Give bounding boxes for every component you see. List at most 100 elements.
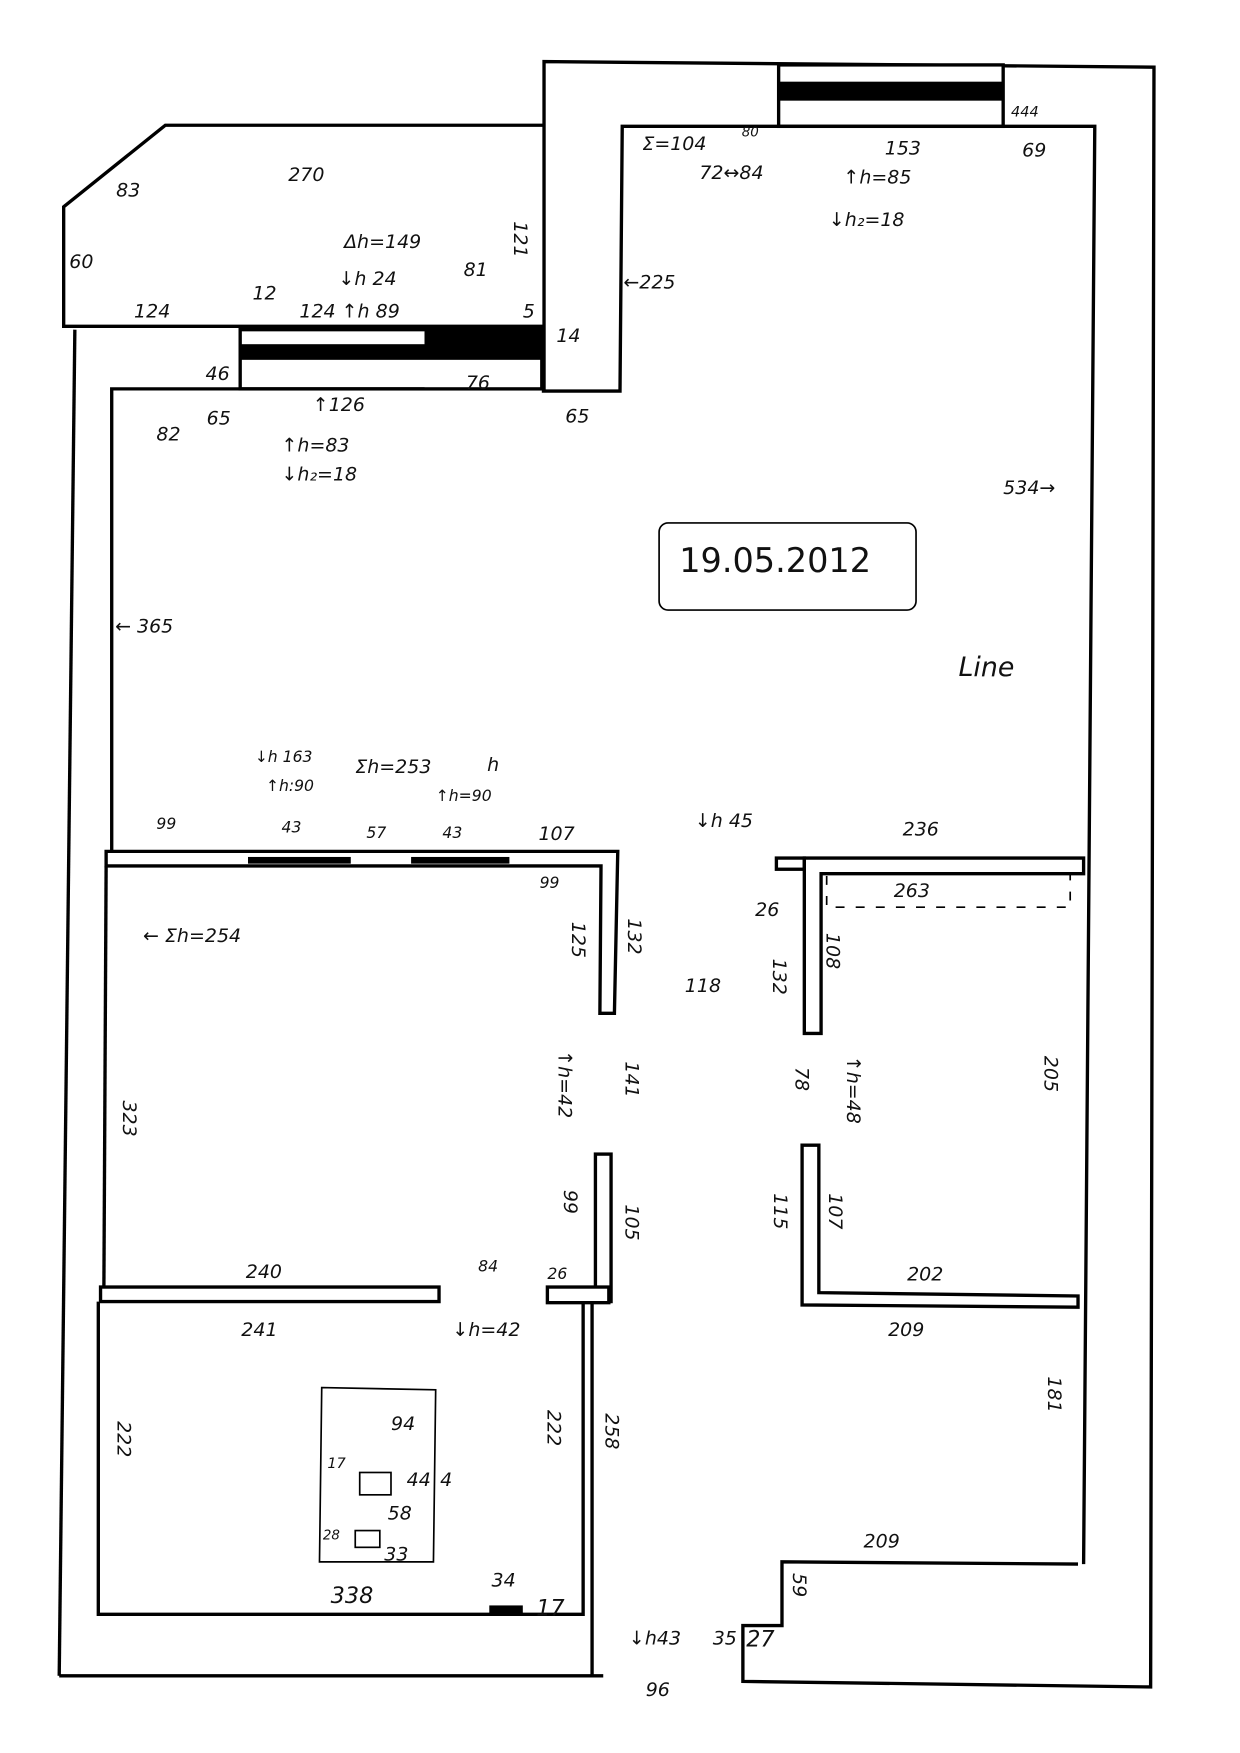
- outer-wall-left: [57, 329, 77, 1676]
- dimension-label: 72↔84: [699, 162, 763, 184]
- dimension-label: 99: [559, 1190, 581, 1214]
- dimension-label: 84: [478, 1256, 498, 1275]
- dimension-label: 105: [621, 1204, 643, 1240]
- dimension-label: 99: [540, 873, 560, 892]
- lower-wall-right: [800, 1143, 1080, 1309]
- dimension-label: ↑h=83: [282, 434, 350, 456]
- dimension-label: 121: [509, 221, 531, 257]
- dimension-label: 125: [567, 922, 589, 958]
- dimension-label: 80: [742, 125, 759, 140]
- dimension-label: 205: [1040, 1056, 1062, 1092]
- dimension-label: 270: [288, 164, 324, 186]
- outer-wall-top-left: [61, 123, 545, 328]
- dimension-label: ↓h₂=18: [829, 209, 905, 231]
- dimension-label: 96: [646, 1679, 670, 1701]
- fixture-2: [354, 1529, 381, 1549]
- dimension-label: 222: [112, 1421, 134, 1457]
- dimension-label: 4: [440, 1469, 452, 1491]
- dimension-label: 124: [134, 300, 170, 322]
- dimension-label: 26: [755, 899, 779, 921]
- dimension-label: 27: [746, 1627, 774, 1653]
- signature: Line: [958, 652, 1014, 683]
- dimension-label: ↓h43: [629, 1628, 681, 1650]
- dimension-label: 33: [384, 1544, 408, 1566]
- window-left-glass: [240, 344, 425, 360]
- dimension-label: 444: [1011, 104, 1039, 120]
- dimension-label: 141: [621, 1061, 643, 1097]
- dimension-label: 76: [466, 372, 490, 394]
- dimension-label: 222: [542, 1410, 564, 1446]
- dashed-outline: [825, 872, 1072, 909]
- bath-fixture-outline: [318, 1386, 437, 1563]
- dimension-label: 99: [156, 814, 176, 833]
- dimension-label: ←225: [623, 271, 675, 293]
- dimension-label: 28: [323, 1529, 340, 1544]
- dimension-label: Δh=149: [342, 231, 421, 253]
- dimension-label: 5: [523, 300, 535, 322]
- dimension-label: ↓h 24: [338, 268, 396, 290]
- dimension-label: 107: [538, 823, 574, 845]
- dimension-label: Σ=104: [642, 133, 706, 155]
- dimension-label: 34: [492, 1569, 516, 1591]
- dimension-label: 124 ↑h 89: [299, 300, 399, 322]
- bathroom-wall: [96, 1301, 585, 1617]
- dimension-label: ↓h=42: [452, 1319, 520, 1341]
- outer-wall-right: [542, 59, 1156, 1689]
- dimension-label: ↓h 45: [695, 810, 753, 832]
- middle-wall-right: [802, 856, 1086, 1036]
- dimension-label: 209: [888, 1319, 924, 1341]
- dimension-label: 14: [556, 325, 580, 347]
- dimension-label: 107: [824, 1193, 846, 1229]
- dimension-label: 81: [464, 259, 488, 281]
- dimension-label: 43: [442, 823, 462, 842]
- inner-wall-left-mid: [102, 865, 108, 1288]
- date-box: [658, 522, 917, 611]
- dimension-label: 82: [156, 423, 180, 445]
- dimension-label: 26: [547, 1264, 567, 1283]
- dimension-label: 69: [1022, 140, 1046, 162]
- dimension-label: 118: [685, 975, 721, 997]
- dimension-label: 534→: [1003, 477, 1055, 499]
- dimension-label: 46: [206, 363, 230, 385]
- dimension-label: ↑h=90: [436, 786, 492, 805]
- inner-wall-upper: [110, 387, 425, 861]
- dimension-label: Σh=253: [355, 756, 431, 778]
- dimension-label: ↑126: [313, 394, 365, 416]
- dimension-label: ↓h₂=18: [282, 463, 358, 485]
- window-middle-2: [411, 856, 510, 864]
- lower-wall-left-pier: [593, 1152, 613, 1304]
- dimension-label: 323: [118, 1100, 140, 1136]
- dimension-label: 17: [327, 1456, 346, 1472]
- dimension-label: 181: [1043, 1376, 1065, 1412]
- window-middle-1: [248, 856, 351, 864]
- dimension-label: 132: [623, 918, 645, 954]
- dimension-label: 43: [282, 817, 302, 836]
- dimension-label: 209: [864, 1530, 900, 1552]
- dimension-label: 44: [407, 1469, 431, 1491]
- dimension-label: 115: [769, 1193, 791, 1229]
- wall-stub: [774, 856, 806, 871]
- window-left-block: [424, 326, 542, 360]
- dimension-label: 263: [894, 880, 930, 902]
- window-top-glass: [778, 81, 1004, 101]
- inner-wall-upper-right: [541, 124, 1097, 1565]
- dimension-label: 94: [391, 1413, 415, 1435]
- dimension-label: 59: [788, 1573, 810, 1597]
- dimension-label: 65: [565, 405, 589, 427]
- dimension-label: 241: [241, 1319, 277, 1341]
- dimension-label: ↓h 163: [255, 747, 313, 766]
- drain-icon: [489, 1605, 523, 1615]
- dimension-label: ↑h=42: [554, 1050, 576, 1118]
- dimension-label: 202: [907, 1263, 943, 1285]
- dimension-label: 83: [116, 180, 140, 202]
- dimension-label: 108: [822, 933, 844, 969]
- dimension-label: ↑h=85: [843, 166, 911, 188]
- lower-wall-stub: [545, 1285, 611, 1305]
- plan-date: 19.05.2012: [679, 541, 871, 580]
- dimension-label: 78: [790, 1067, 812, 1091]
- walls: [57, 59, 1156, 1689]
- dimension-label: 60: [69, 251, 93, 273]
- dimension-label: 132: [768, 959, 790, 995]
- dimension-label: 57: [366, 823, 386, 842]
